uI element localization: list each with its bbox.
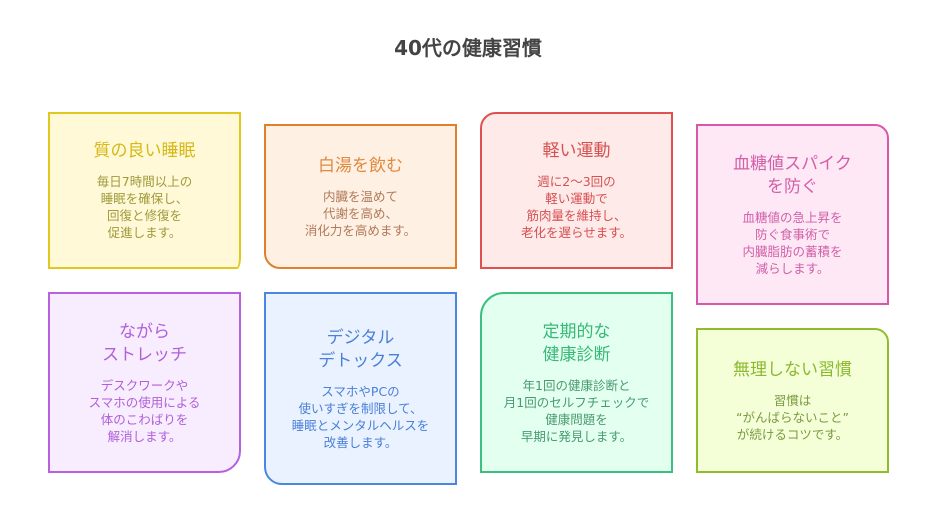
card-body: 毎日7時間以上の 睡眠を確保し、 回復と修復を 促進します。 (96, 174, 193, 240)
card-title: 血糖値スパイク を防ぐ (733, 153, 852, 197)
card-easy-habit: 無理しない習慣 習慣は “がんばらないこと” が続けるコツです。 (696, 328, 889, 473)
card-body: 内臓を温めて 代謝を高め、 消化力を高めます。 (304, 188, 417, 238)
card-body: 習慣は “がんばらないこと” が続けるコツです。 (736, 392, 849, 442)
card-title: 軽い運動 (542, 141, 611, 161)
card-hot-water: 白湯を飲む 内臓を温めて 代謝を高め、 消化力を高めます。 (264, 124, 457, 269)
page-title: 40代の健康習慣 (394, 36, 542, 60)
card-body: デスクワークや スマホの使用による 体のこわばりを 解消します。 (88, 377, 201, 444)
card-title: デジタル デトックス (318, 327, 403, 371)
card-body: スマホやPCの 使いすぎを制限して、 睡眠とメンタルヘルスを 改善します。 (291, 383, 430, 450)
card-digital-detox: デジタル デトックス スマホやPCの 使いすぎを制限して、 睡眠とメンタルヘルス… (264, 292, 457, 485)
card-body: 血糖値の急上昇を 防ぐ食事術で 内臓脂肪の蓄積を 減らします。 (742, 209, 843, 276)
card-title: 無理しない習慣 (733, 359, 852, 380)
card-title: 定期的な 健康診断 (542, 321, 611, 365)
card-blood-sugar: 血糖値スパイク を防ぐ 血糖値の急上昇を 防ぐ食事術で 内臓脂肪の蓄積を 減らし… (696, 124, 889, 305)
card-body: 週に2〜3回の 軽い運動で 筋肉量を維持し、 老化を遅らせます。 (520, 174, 632, 240)
card-title: 白湯を飲む (318, 155, 403, 176)
card-body: 年1回の健康診断と 月1回のセルフチェックで 健康問題を 早期に発見します。 (503, 377, 650, 444)
card-exercise: 軽い運動 週に2〜3回の 軽い運動で 筋肉量を維持し、 老化を遅らせます。 (480, 112, 673, 269)
card-stretch: ながら ストレッチ デスクワークや スマホの使用による 体のこわばりを 解消しま… (48, 292, 241, 473)
card-sleep: 質の良い睡眠 毎日7時間以上の 睡眠を確保し、 回復と修復を 促進します。 (48, 112, 241, 269)
card-checkup: 定期的な 健康診断 年1回の健康診断と 月1回のセルフチェックで 健康問題を 早… (480, 292, 673, 473)
card-title: 質の良い睡眠 (93, 141, 196, 161)
card-title: ながら ストレッチ (102, 321, 187, 365)
